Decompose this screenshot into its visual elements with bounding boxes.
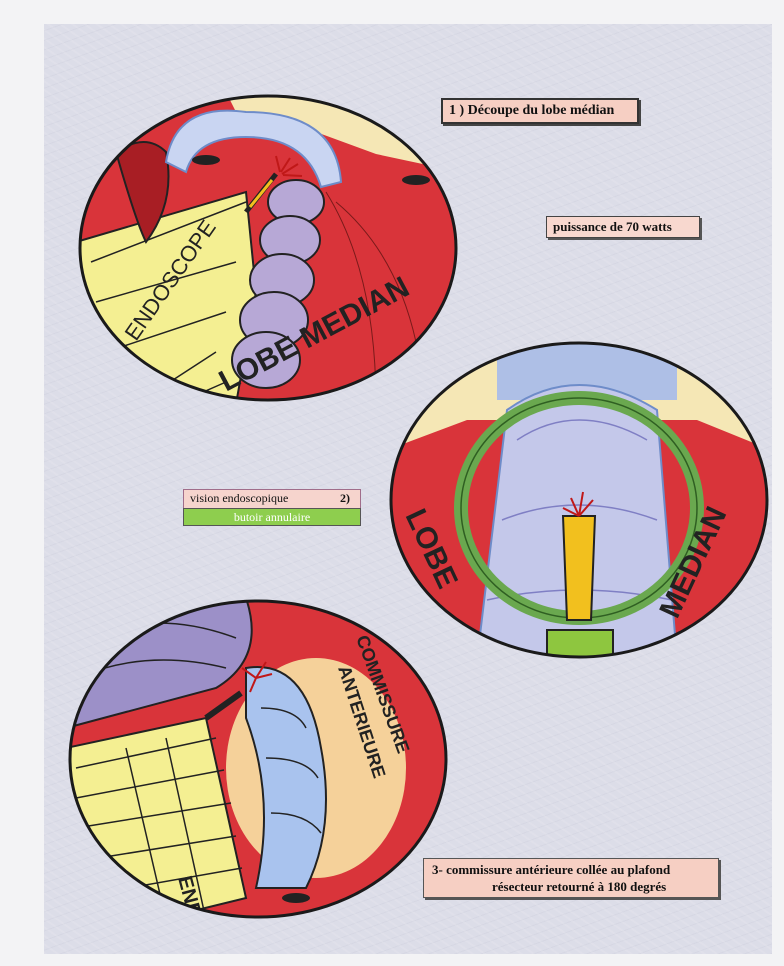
- step-2-number: 2): [340, 491, 350, 506]
- vision-endoscopique-label: vision endoscopique 2): [183, 489, 361, 509]
- step-3-line-1: 3- commissure antérieure collée au plafo…: [432, 862, 670, 877]
- butoir-annulaire-label: butoir annulaire: [183, 508, 361, 526]
- step-3-line-2: résecteur retourné à 180 degrés: [432, 878, 710, 895]
- step-1-label: 1 ) Découpe du lobe médian: [441, 98, 639, 124]
- power-label: puissance de 70 watts: [546, 216, 700, 238]
- scene-3-illustration: COMMISSURE ANTERIEURE ENDO: [66, 598, 450, 920]
- vision-text: vision endoscopique: [190, 491, 288, 505]
- step-3-label: 3- commissure antérieure collée au plafo…: [423, 858, 719, 898]
